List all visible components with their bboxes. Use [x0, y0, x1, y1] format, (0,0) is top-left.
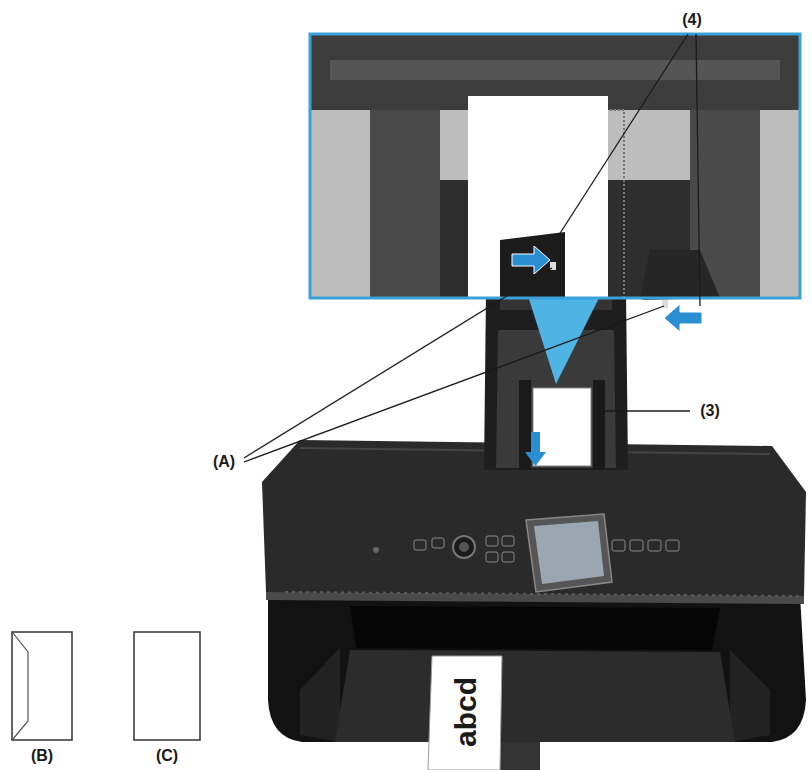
callout-letter: (A) — [213, 454, 235, 470]
envelope-plain-side — [134, 632, 200, 740]
leader-lines — [244, 34, 700, 462]
zoom-pointer — [528, 296, 600, 384]
envelope-flap-side — [12, 632, 72, 740]
callout-letter: (B) — [31, 748, 53, 764]
callout-number: (3) — [700, 403, 720, 419]
paper-print-text: abcd — [451, 677, 481, 747]
printer-body — [262, 292, 806, 770]
callout-letter: (C) — [156, 748, 178, 764]
inset-closeup — [310, 34, 800, 332]
callout-number: (4) — [682, 12, 702, 28]
